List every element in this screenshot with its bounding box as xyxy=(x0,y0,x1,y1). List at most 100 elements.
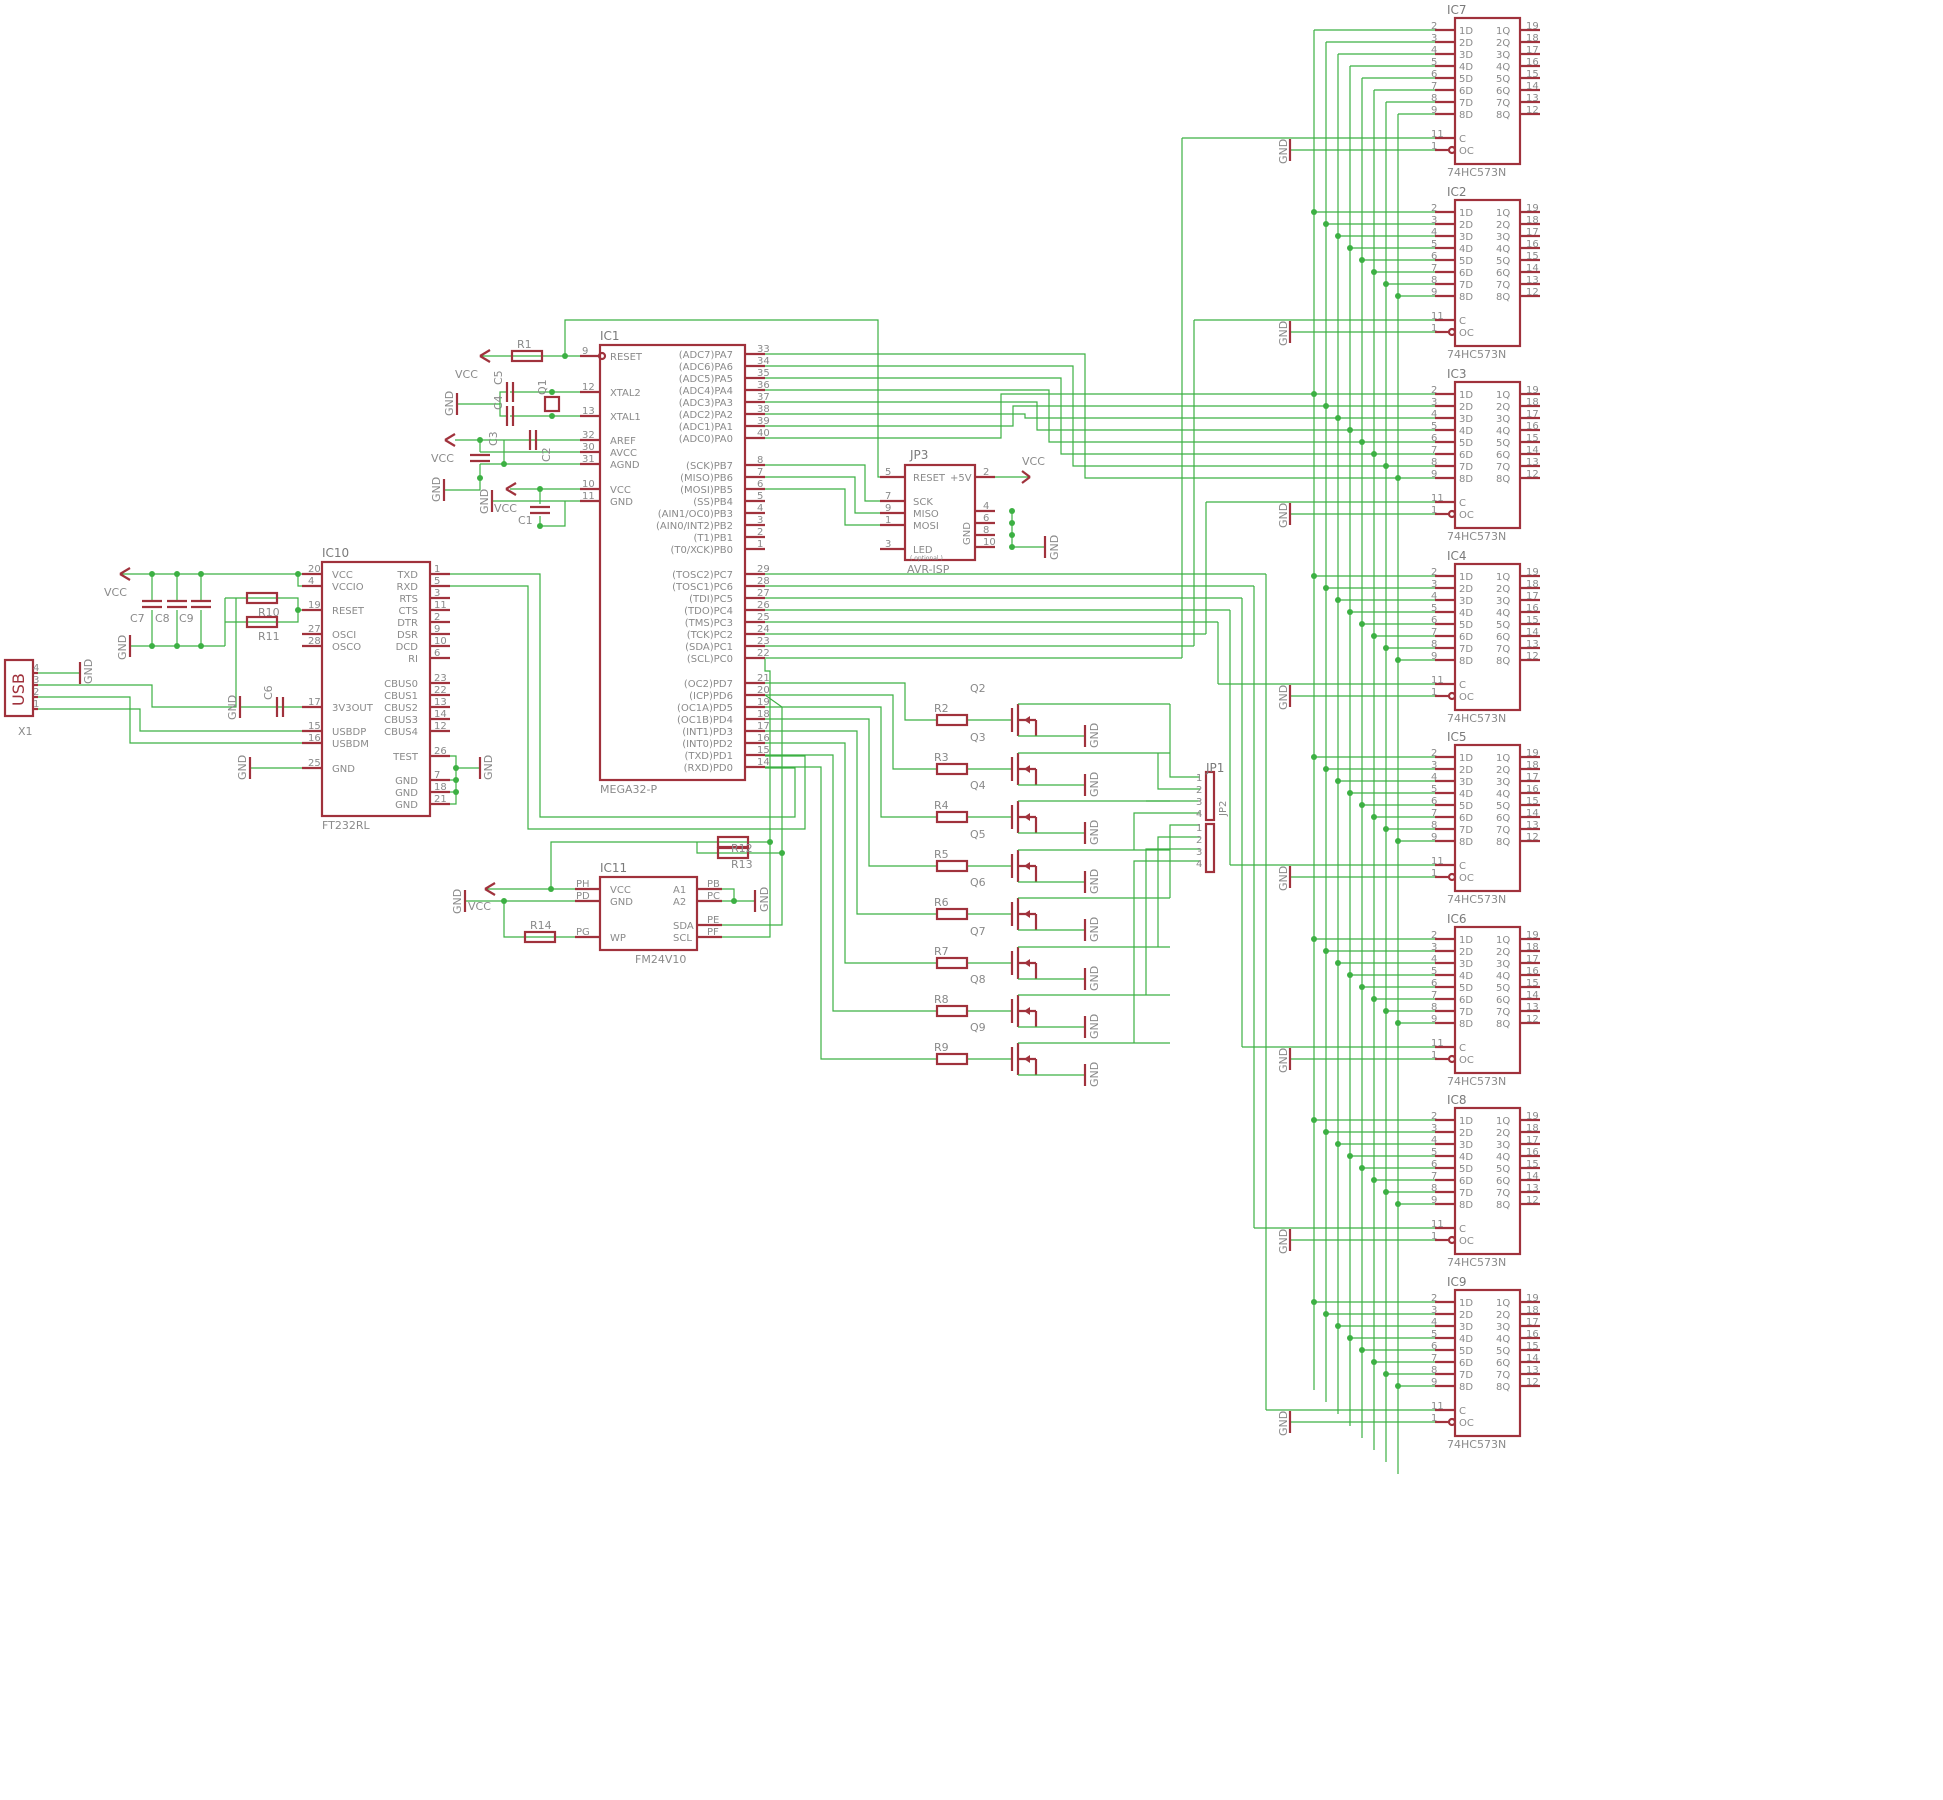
latch-d-pin: 6D xyxy=(1459,1176,1473,1187)
latch-q-num: 16 xyxy=(1526,603,1539,614)
latch-q-num: 14 xyxy=(1526,627,1539,638)
resistor-r7 xyxy=(935,956,969,970)
ftdi-right-pin-num: 18 xyxy=(434,782,447,793)
ftdi-right-pin-label: RTS xyxy=(399,594,418,605)
latch-d-num: 5 xyxy=(1431,784,1437,795)
latch-q-pin: 1Q xyxy=(1496,208,1510,219)
latch-part-label: 74HC573N xyxy=(1447,530,1506,543)
latch-d-pin: 6D xyxy=(1459,1358,1473,1369)
ftdi-right-pin-num: 1 xyxy=(434,564,440,575)
oc-bubble xyxy=(1447,1235,1457,1245)
eeprom-pin-num: PC xyxy=(707,891,720,902)
isp-pin-num: 2 xyxy=(983,467,989,478)
header-jp1 xyxy=(1204,770,1216,822)
gnd-label: GND xyxy=(451,889,464,914)
ftdi-left-pin-num: 25 xyxy=(308,758,321,769)
base-resistor-label: R6 xyxy=(934,896,949,909)
latch-d-num: 6 xyxy=(1431,69,1437,80)
latch-oc-label: OC xyxy=(1459,510,1474,521)
mcu-left-pin-label: AGND xyxy=(610,460,640,471)
vcc-label: VCC xyxy=(455,368,478,381)
latch-c-label: C xyxy=(1459,680,1466,691)
jp1-pin-num: 3 xyxy=(1196,797,1202,808)
gnd-label: GND xyxy=(1088,820,1101,845)
mcu-left-pin-num: 31 xyxy=(582,454,595,465)
mcu-left-pin-num: 12 xyxy=(582,382,595,393)
ftdi-right-pin-num: 3 xyxy=(434,588,440,599)
resistor-r11 xyxy=(245,615,279,629)
mcu-right-pin-label: (ADC7)PA7 xyxy=(679,350,733,361)
mcu-left-pin-label: XTAL1 xyxy=(610,412,641,423)
latch-name: IC2 xyxy=(1447,185,1467,199)
ftdi-right-pin-label: CTS xyxy=(399,606,418,617)
latch-d-pin: 4D xyxy=(1459,244,1473,255)
latch-oc-num: 1 xyxy=(1431,323,1437,334)
latch-q-num: 13 xyxy=(1526,820,1539,831)
latch-d-num: 5 xyxy=(1431,239,1437,250)
oc-bubble xyxy=(1447,327,1457,337)
transistor-label: Q3 xyxy=(970,731,986,744)
mcu-right-pin-num: 33 xyxy=(757,344,770,355)
latch-name: IC5 xyxy=(1447,730,1467,744)
latch-q-pin: 3Q xyxy=(1496,777,1510,788)
latch-d-pin: 6D xyxy=(1459,450,1473,461)
eeprom-name: IC11 xyxy=(600,861,627,875)
ftdi-right-pin-label: DTR xyxy=(397,618,418,629)
r13-label: R13 xyxy=(731,858,753,871)
gnd-label: GND xyxy=(82,659,95,684)
latch-d-num: 3 xyxy=(1431,942,1437,953)
drain-to-header xyxy=(1145,848,1200,995)
latch-q-num: 13 xyxy=(1526,1365,1539,1376)
latch-d-pin: 5D xyxy=(1459,256,1473,267)
vcc-arrow xyxy=(119,573,131,581)
mcu-right-pin-num: 25 xyxy=(757,612,770,623)
latch-q-num: 17 xyxy=(1526,591,1539,602)
gnd-label: GND xyxy=(1088,1062,1101,1087)
latch-d-pin: 3D xyxy=(1459,777,1473,788)
c1-gnd xyxy=(539,501,566,527)
latch-q-pin: 3Q xyxy=(1496,50,1510,61)
latch-d-num: 8 xyxy=(1431,93,1437,104)
eeprom-pin-num: PB xyxy=(707,879,720,890)
vcc-arrow xyxy=(119,567,131,575)
r11-label: R11 xyxy=(258,630,280,643)
mcu-right-pin-label: (AIN0/INT2)PB2 xyxy=(656,521,733,532)
vcc-arrow xyxy=(505,488,517,496)
gnd-label: GND xyxy=(1277,866,1290,891)
ftdi-right-pin-label: GND xyxy=(395,776,418,787)
resistor-r5 xyxy=(935,859,969,873)
usb-connector-x1 xyxy=(3,658,35,718)
eeprom-pin-num: PG xyxy=(576,927,590,938)
latch-d-pin: 3D xyxy=(1459,596,1473,607)
mcu-right-pin-num: 22 xyxy=(757,648,770,659)
latch-d-pin: 5D xyxy=(1459,620,1473,631)
port-d-wire xyxy=(765,718,937,867)
mosfet-arrow xyxy=(1024,1055,1030,1063)
c9-label: C9 xyxy=(179,612,194,625)
usb-connector-label: USB xyxy=(9,673,28,706)
latch-d-pin: 6D xyxy=(1459,632,1473,643)
latch-q-num: 13 xyxy=(1526,639,1539,650)
eeprom-right-label: SCL xyxy=(673,933,692,944)
vcc-arrow xyxy=(479,349,491,357)
latch-q-num: 14 xyxy=(1526,445,1539,456)
latch-q-num: 15 xyxy=(1526,1341,1539,1352)
latch-d-num: 6 xyxy=(1431,251,1437,262)
latch-q-pin: 6Q xyxy=(1496,1176,1510,1187)
mcu-ic1 xyxy=(598,343,747,782)
ftdi-right-pin-num: 23 xyxy=(434,673,447,684)
mosfet-arrow xyxy=(1024,765,1030,773)
latch-q-num: 14 xyxy=(1526,81,1539,92)
mcu-right-pin-label: (ADC6)PA6 xyxy=(679,362,733,373)
resistor-r9 xyxy=(935,1052,969,1066)
mcu-right-pin-label: (INT0)PD2 xyxy=(682,739,733,750)
mcu-right-pin-num: 34 xyxy=(757,356,770,367)
latch-q-pin: 5Q xyxy=(1496,801,1510,812)
latch-q-pin: 2Q xyxy=(1496,220,1510,231)
isp-pin-num: 6 xyxy=(983,513,989,524)
resistor-r4 xyxy=(935,810,969,824)
mosfet-arrow xyxy=(1024,716,1030,724)
latch-q-pin: 1Q xyxy=(1496,390,1510,401)
latch-q-pin: 4Q xyxy=(1496,62,1510,73)
mcu-left-pin-num: 9 xyxy=(582,346,588,357)
